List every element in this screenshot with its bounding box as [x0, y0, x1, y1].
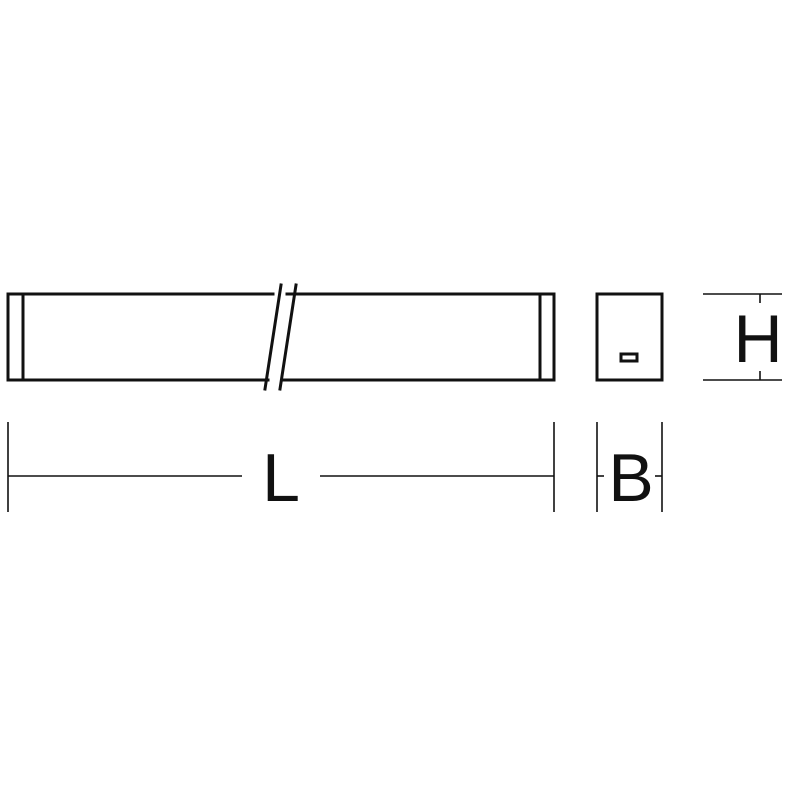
width-label: B — [608, 440, 653, 516]
height-dimension: H — [703, 293, 783, 381]
front-view-right-segment — [280, 292, 556, 382]
break-mark-right — [278, 283, 298, 391]
end-view-outline — [595, 292, 664, 382]
front-view — [6, 283, 556, 391]
length-label: L — [262, 440, 300, 516]
break-mark-left — [263, 283, 283, 391]
end-view-connector-slot — [619, 352, 639, 363]
height-label: H — [733, 301, 782, 377]
front-view-left-segment — [6, 292, 275, 382]
length-dimension: L — [7, 422, 555, 516]
width-dimension: B — [596, 422, 663, 516]
end-view — [595, 292, 664, 382]
